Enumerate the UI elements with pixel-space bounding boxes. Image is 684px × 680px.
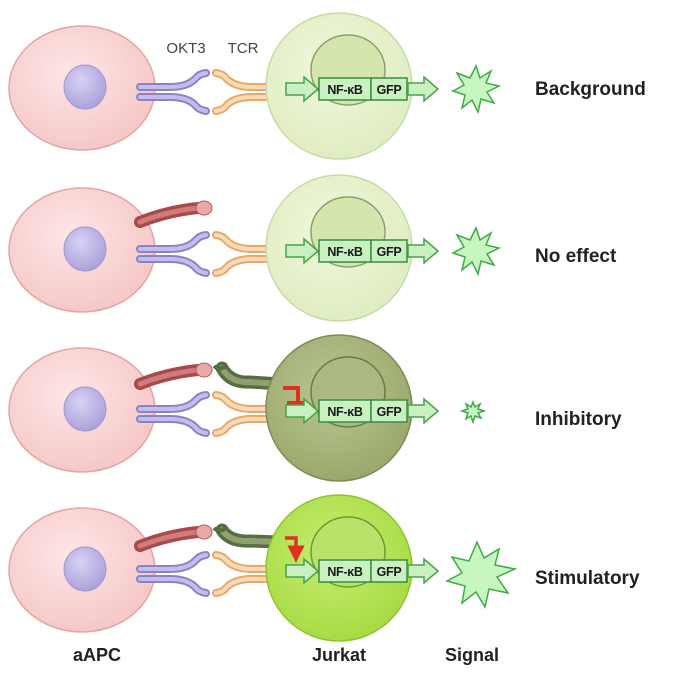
stimulation-mark [285,536,305,563]
gfp-box [370,559,408,583]
aapc-nucleus [63,226,107,272]
outcome-label: Inhibitory [535,409,622,430]
test-ligand [134,200,213,228]
nfkb-text: NF-κB [327,245,363,259]
aapc-nucleus [63,64,107,110]
okt3-antibody [136,231,210,277]
gfp-text: GFP [377,405,402,419]
jurkat-column-label: Jurkat [312,645,366,665]
outcome-label: Background [535,79,646,100]
signal-arrow-out [407,557,440,585]
tcr-receptor [212,69,286,115]
signal-arrow-in [285,237,320,265]
tcr-receptor [212,391,286,437]
aapc-nucleus [63,546,107,592]
signal-arrow-in [285,75,320,103]
gfp-text: GFP [377,245,402,259]
aapc-nucleus [63,386,107,432]
row-no-effect: NF-κB GFP No effect [8,174,617,322]
outcome-label: No effect [535,246,617,267]
row-stimulatory: NF-κB GFP Stimulatory [8,494,640,642]
test-receptor [212,361,287,391]
okt3-label: OKT3 [166,40,205,57]
test-ligand [134,524,213,552]
signal-arrow-out [407,397,440,425]
gfp-signal-star [459,399,487,425]
signal-arrow-out [407,75,440,103]
gfp-text: GFP [377,565,402,579]
nfkb-text: NF-κB [327,565,363,579]
gfp-signal-star [444,540,518,609]
gfp-box [370,239,408,263]
row-inhibitory: NF-κB GFP Inhibitory [8,334,622,482]
test-receptor [212,523,287,549]
nfkb-text: NF-κB [327,405,363,419]
outcome-label: Stimulatory [535,568,640,589]
test-ligand [134,362,213,390]
signal-column-label: Signal [445,645,499,665]
signal-arrow-in [285,397,320,425]
aapc-column-label: aAPC [73,645,121,665]
tcr-receptor [212,551,286,597]
gfp-signal-star [451,64,502,115]
inhibition-mark [283,386,307,405]
tcr-receptor [212,231,286,277]
gfp-text: GFP [377,83,402,97]
signal-arrow-out [407,237,440,265]
gfp-signal-star [451,226,502,277]
tcr-label: TCR [228,40,259,57]
okt3-antibody [136,391,210,437]
nfkb-text: NF-κB [327,83,363,97]
okt3-antibody [136,69,210,115]
gfp-box [370,77,408,101]
row-background: NF-κB GFP Background [8,12,646,160]
okt3-antibody [136,551,210,597]
gfp-box [370,399,408,423]
signal-arrow-in [285,557,320,585]
